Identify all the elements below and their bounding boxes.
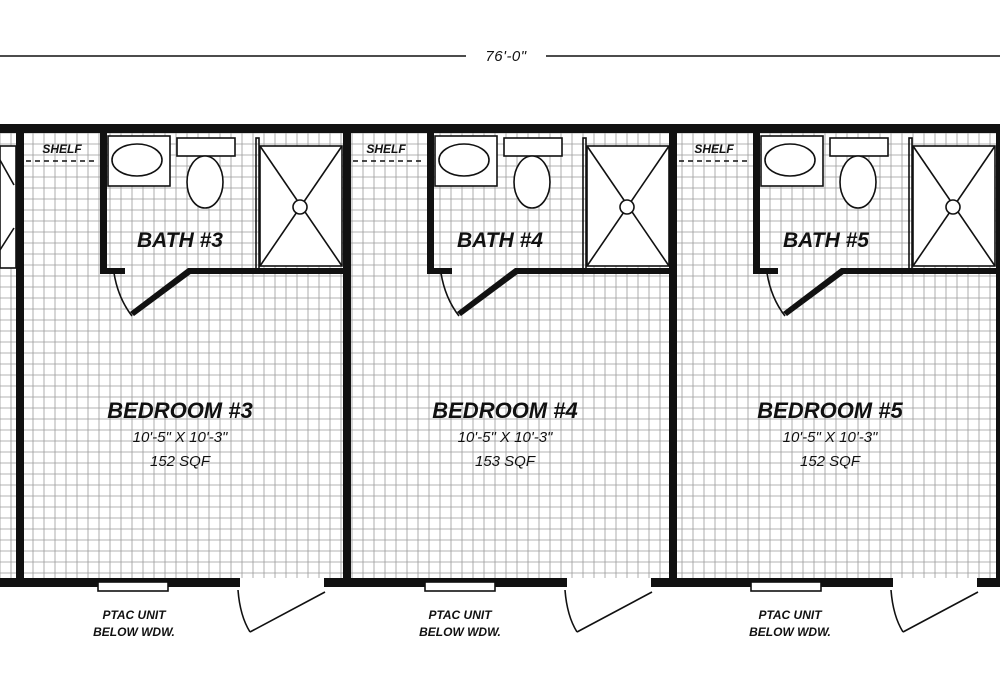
bath-label: BATH #5 [783, 229, 869, 252]
ptac-label-line2: BELOW WDW. [419, 625, 501, 639]
ptac-label-line1: PTAC UNIT [428, 608, 493, 622]
ptac-label-line1: PTAC UNIT [102, 608, 167, 622]
bedroom-title: BEDROOM #3 [107, 398, 252, 423]
bedroom-area: 152 SQF [800, 453, 861, 470]
unit-bedroom-5 [679, 133, 996, 633]
bedroom-area: 153 SQF [475, 453, 536, 470]
bedroom-size: 10'-5" X 10'-3" [133, 429, 228, 446]
partial-unit-left [0, 145, 17, 269]
unit-bedroom-3 [26, 133, 343, 633]
bedroom-size: 10'-5" X 10'-3" [458, 429, 553, 446]
shelf-label: SHELF [694, 142, 734, 156]
shelf-label: SHELF [366, 142, 406, 156]
ptac-label-line2: BELOW WDW. [93, 625, 175, 639]
labels-unit-3: SHELF BATH #3 BEDROOM #3 10'-5" X 10'-3"… [42, 142, 252, 639]
bedroom-size: 10'-5" X 10'-3" [783, 429, 878, 446]
ptac-label-line2: BELOW WDW. [749, 625, 831, 639]
bedroom-title: BEDROOM #5 [757, 398, 903, 423]
labels-unit-5: SHELF BATH #5 BEDROOM #5 10'-5" X 10'-3"… [694, 142, 903, 639]
unit-bedroom-4 [353, 133, 670, 633]
overall-dimension-label: 76'-0" [485, 48, 526, 65]
bath-label: BATH #3 [137, 229, 223, 252]
overall-dimension: 76'-0" [0, 48, 1000, 65]
shelf-label: SHELF [42, 142, 82, 156]
ptac-label-line1: PTAC UNIT [758, 608, 823, 622]
bath-label: BATH #4 [457, 229, 543, 252]
bedroom-area: 152 SQF [150, 453, 211, 470]
labels-unit-4: SHELF BATH #4 BEDROOM #4 10'-5" X 10'-3"… [366, 142, 577, 639]
bedroom-title: BEDROOM #4 [432, 398, 577, 423]
exterior-walls [0, 124, 1000, 587]
